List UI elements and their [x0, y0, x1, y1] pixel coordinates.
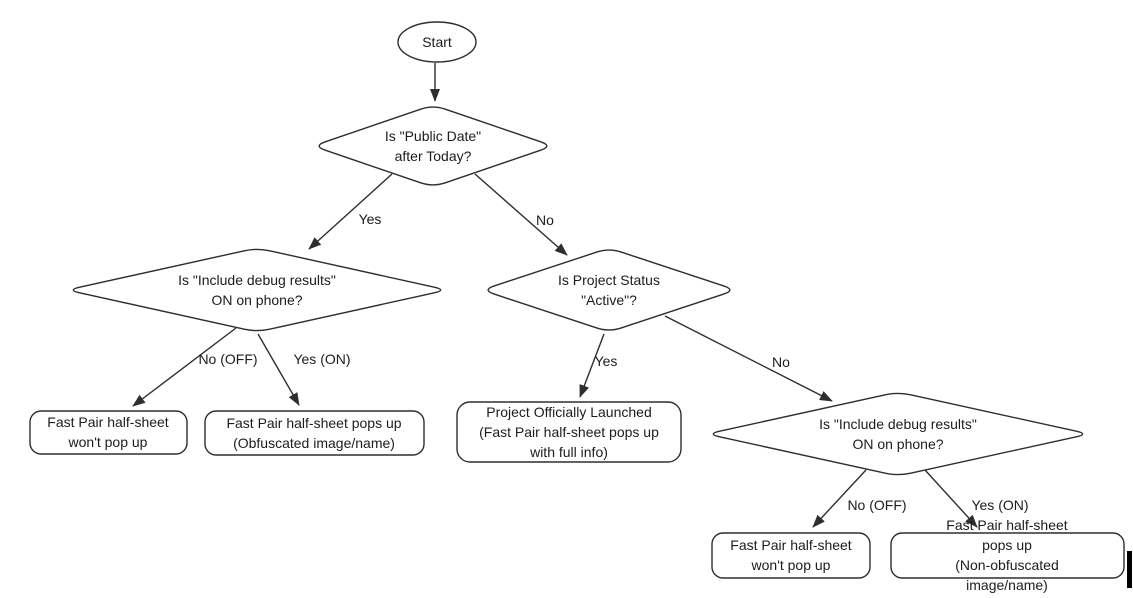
- decision-debug-right-shape: [712, 392, 1084, 476]
- edge-label-debug-right-no: No (OFF): [847, 497, 907, 513]
- decision-project-status-label: Is Project Status "Active"?: [558, 272, 660, 308]
- decision-project-status-shape: [487, 249, 731, 331]
- result-no-popup-right-shape: [711, 532, 871, 579]
- decision-debug-right-label: Is "Include debug results" ON on phone?: [819, 416, 977, 452]
- edge-public-date-yes: [308, 173, 393, 250]
- edge-public-date-no: [474, 173, 568, 256]
- text-cursor-artifact: [1127, 551, 1132, 588]
- result-no-popup-left-label: Fast Pair half-sheet won't pop up: [47, 414, 169, 450]
- result-no-popup-right-label: Fast Pair half-sheet won't pop up: [730, 537, 852, 573]
- edge-label-debug-left-yes: Yes (ON): [293, 351, 351, 367]
- edge-label-public-date-no: No: [536, 212, 554, 228]
- start-node-shape: [397, 21, 477, 63]
- edge-label-status-yes: Yes: [594, 353, 618, 369]
- result-launched-label: Project Officially Launched (Fast Pair h…: [479, 404, 659, 460]
- result-non-obfuscated-label: Fast Pair half-sheet pops up (Non-obfusc…: [946, 517, 1068, 593]
- edge-label-status-no: No: [772, 354, 790, 370]
- edge-debug-left-yes: [257, 333, 300, 406]
- start-node-label: Start: [422, 34, 452, 50]
- decision-public-date-shape: [318, 106, 548, 186]
- edge-status-yes: [579, 333, 605, 398]
- result-non-obfuscated-shape: [890, 532, 1125, 579]
- result-launched-shape: [456, 401, 682, 463]
- decision-public-date-label: Is "Public Date" after Today?: [384, 128, 482, 164]
- result-obfuscated-label: Fast Pair half-sheet pops up (Obfuscated…: [226, 415, 402, 451]
- decision-debug-left-label: Is "Include debug results" ON on phone?: [178, 272, 336, 308]
- edge-status-no: [664, 315, 833, 402]
- decision-debug-left-shape: [72, 248, 442, 332]
- edge-label-public-date-yes: Yes: [358, 211, 382, 227]
- edge-label-debug-left-no: No (OFF): [198, 351, 258, 367]
- edge-debug-right-no: [812, 469, 867, 528]
- edge-label-debug-right-yes: Yes (ON): [971, 497, 1029, 513]
- edge-debug-left-no: [132, 327, 237, 407]
- edge-debug-right-yes: [924, 469, 978, 528]
- result-obfuscated-shape: [204, 410, 425, 456]
- result-no-popup-left-shape: [29, 410, 188, 455]
